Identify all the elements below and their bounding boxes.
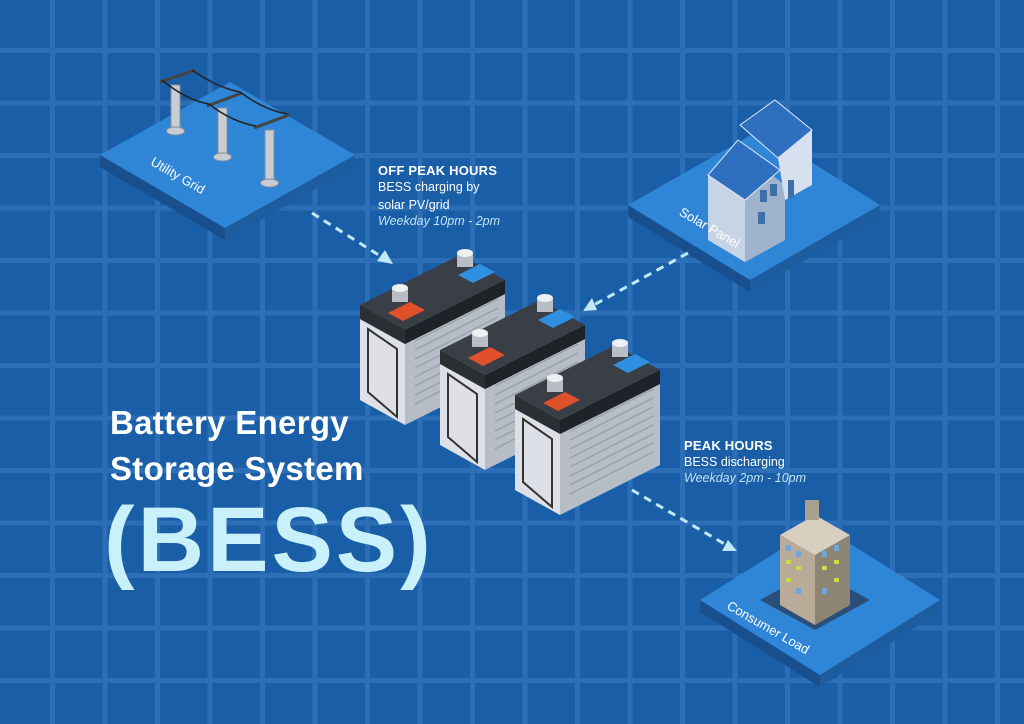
arrow-bess-to-load (631, 488, 729, 548)
battery-lid (515, 395, 560, 434)
grid-line (0, 468, 1024, 473)
grid-line (732, 0, 738, 724)
terminal-icon (472, 333, 488, 347)
grid-line (312, 0, 318, 724)
battery-bank (360, 249, 660, 515)
battery-front (515, 409, 560, 515)
grid-line (0, 310, 1024, 316)
grid-line (0, 258, 1024, 263)
house-icon (707, 99, 813, 262)
title-line1: Battery Energy (110, 404, 349, 441)
grid-line (50, 0, 55, 724)
battery-front (440, 364, 485, 470)
grid-line (207, 0, 213, 724)
terminal-icon (392, 288, 408, 302)
battery-lid (440, 350, 485, 389)
arrowhead-icon (377, 250, 393, 264)
grid-line (260, 0, 265, 724)
terminal-icon (547, 378, 563, 392)
peak-time: Weekday 2pm - 10pm (684, 471, 807, 485)
off-peak-heading: OFF PEAK HOURS (378, 163, 498, 178)
positive-terminal-strip (468, 347, 505, 366)
grid-line (0, 573, 1024, 578)
negative-terminal-strip (538, 309, 575, 328)
grid-line (0, 625, 1024, 631)
battery-lid (360, 305, 405, 344)
arrows (311, 211, 729, 548)
transmission-tower-icon (159, 68, 290, 188)
grid-line (102, 0, 108, 724)
off-peak-info: OFF PEAK HOURS BESS charging by solar PV… (378, 163, 500, 228)
arrow-solar-to-bess (591, 251, 689, 308)
battery-front (360, 319, 405, 425)
grid-line (0, 153, 1024, 158)
positive-terminal-strip (543, 392, 580, 411)
off-peak-time: Weekday 10pm - 2pm (378, 214, 501, 228)
arrowheads (377, 250, 737, 551)
off-peak-line2: solar PV/grid (378, 198, 450, 212)
off-peak-line1: BESS charging by (378, 180, 480, 194)
grid-line (890, 0, 895, 724)
battery-icon (515, 339, 660, 515)
grid-line (942, 0, 948, 724)
grid-line (155, 0, 160, 724)
grid-line (0, 48, 1024, 53)
grid-line (680, 0, 685, 724)
peak-info: PEAK HOURS BESS discharging Weekday 2pm … (684, 438, 806, 485)
grid-line (785, 0, 790, 724)
peak-heading: PEAK HOURS (684, 438, 773, 453)
terminal-icon (537, 298, 553, 312)
arrowhead-icon (722, 540, 737, 551)
battery-lid (560, 370, 660, 434)
arrowhead-icon (583, 298, 597, 311)
battery-lid (485, 325, 585, 389)
negative-terminal-strip (458, 264, 495, 283)
positive-terminal-strip (388, 302, 425, 321)
grid-line (0, 678, 1024, 683)
terminal-icon (457, 253, 473, 267)
grid-line (995, 0, 1000, 724)
title-line2: Storage System (110, 450, 364, 487)
arrow-grid-to-bess (311, 211, 386, 261)
grid-line (0, 520, 1024, 526)
terminal-icon (612, 343, 628, 357)
grid-line (837, 0, 843, 724)
grid-line (0, 205, 1024, 211)
title-acronym: (BESS) (104, 489, 434, 591)
negative-terminal-strip (613, 354, 650, 373)
battery-lid (405, 280, 505, 344)
grid-line (0, 100, 1024, 106)
building-icon (760, 500, 870, 630)
peak-line1: BESS discharging (684, 455, 785, 469)
